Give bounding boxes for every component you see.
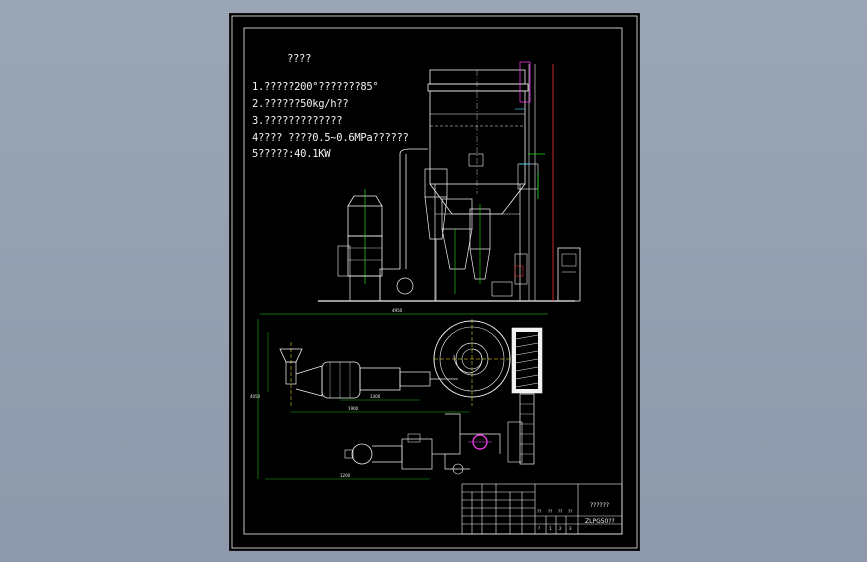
title-block-drawing-title: ?????? xyxy=(590,502,610,509)
note-line-1: 1.?????200°???????85° xyxy=(252,81,379,93)
title-block-drawing-number: ZLPG50?? xyxy=(585,518,615,525)
blower-fan xyxy=(344,433,445,470)
air-heater xyxy=(337,189,383,302)
title-block-cell: ?? xyxy=(537,509,542,514)
title-block-scale-cell: ? xyxy=(538,526,541,531)
note-line-3: 3.????????????? xyxy=(252,115,343,127)
title-block-cell: ?? xyxy=(568,509,573,514)
dim-inner-c: 1200 xyxy=(340,473,351,478)
cad-drawing xyxy=(231,15,638,549)
note-line-4: 4???? ????0.5~0.6MPa?????? xyxy=(252,132,409,144)
outer-frame xyxy=(231,15,638,549)
hot-air-duct xyxy=(379,154,414,301)
title-block-scale-cell: 1 xyxy=(549,526,552,531)
cyclone-separators xyxy=(399,148,513,301)
title-block-cell: ?? xyxy=(558,509,563,514)
title-block-scale-cell: 2 xyxy=(559,526,562,531)
inner-frame xyxy=(243,27,623,535)
title-block xyxy=(461,483,623,535)
dim-top-overall: 4950 xyxy=(392,308,403,313)
notes-heading: ???? xyxy=(287,53,312,65)
elevation-view xyxy=(318,61,581,302)
drawing-sheet: ???? 1.?????200°???????85° 2.??????50kg/… xyxy=(229,13,640,551)
plan-view xyxy=(257,313,548,480)
title-block-cell: ?? xyxy=(548,509,553,514)
note-line-2: 2.??????50kg/h?? xyxy=(252,98,349,110)
note-line-5: 5?????:40.1KW xyxy=(252,148,331,160)
dim-left-height: 4050 xyxy=(250,394,261,399)
dim-inner-a: 1900 xyxy=(348,406,359,411)
drying-tower xyxy=(427,61,554,301)
title-block-scale-cell: 3 xyxy=(569,526,572,531)
control-cabinet xyxy=(557,247,581,302)
dim-inner-b: 1300 xyxy=(370,394,381,399)
